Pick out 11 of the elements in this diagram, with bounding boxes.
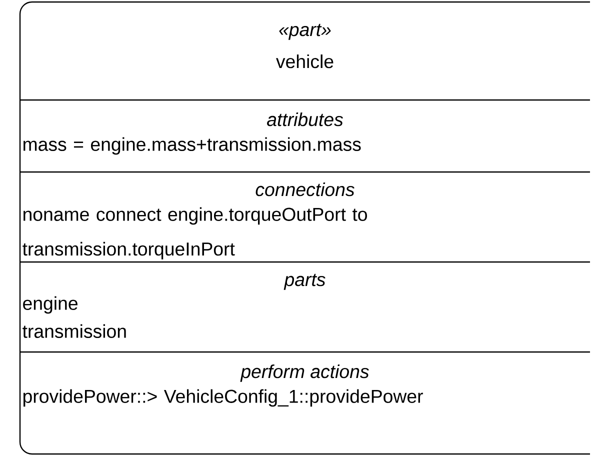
part-text: transmission: [22, 324, 126, 338]
part-box: [19, 1, 590, 455]
part-name: vehicle: [276, 54, 334, 68]
part-text: engine: [23, 296, 78, 314]
compartment-heading: parts: [284, 274, 326, 290]
attribute-text: mass = engine.mass+transmission.mass: [24, 137, 361, 155]
compartment-heading: attributes: [267, 112, 343, 126]
compartment-heading: perform actions: [240, 364, 369, 382]
compartment-heading: connections: [256, 182, 354, 196]
stereotype-label: «part»: [279, 24, 331, 40]
action-text: providePower::> VehicleConfig_1::providePower: [24, 389, 423, 407]
